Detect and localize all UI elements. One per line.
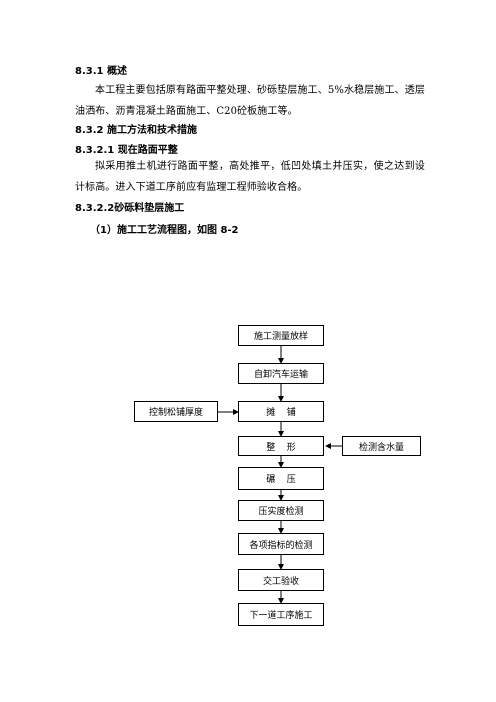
paragraph-overview: 本工程主要包括原有路面平整处理、砂砾垫层施工、5%水稳层施工、透层油洒布、沥青混… — [75, 85, 425, 117]
step-next-process: 下一道工序施工 — [238, 603, 324, 626]
side-moisture-test: 检测含水量 — [342, 436, 421, 456]
step-rolling: 碾 压 — [238, 467, 324, 490]
step-survey-layout: 施工测量放样 — [238, 325, 324, 346]
step-compaction-test: 压实度检测 — [238, 500, 324, 521]
paragraph-leveling: 拟采用推土机进行路面平整，高处推平，低凹处填土并压实，使之达到设计标高。进入下道… — [75, 161, 425, 193]
heading-8-3-2-2: 8.3.2.2砂砾料垫层施工 — [75, 203, 185, 214]
heading-8-3-2-1: 8.3.2.1 现在路面平整 — [75, 145, 178, 156]
step-index-tests: 各项指标的检测 — [238, 533, 324, 555]
side-loose-thickness-control: 控制松铺厚度 — [134, 401, 218, 422]
step-handover-acceptance: 交工验收 — [238, 569, 324, 591]
heading-8-3-2: 8.3.2 施工方法和技术措施 — [75, 125, 197, 136]
flowchart-caption: （1）施工工艺流程图，如图 8-2 — [90, 225, 239, 236]
step-shaping: 整 形 — [238, 436, 324, 456]
step-dump-truck-transport: 自卸汽车运输 — [238, 363, 324, 384]
heading-8-3-1: 8.3.1 概述 — [75, 66, 127, 77]
step-spreading: 摊 铺 — [238, 401, 324, 422]
